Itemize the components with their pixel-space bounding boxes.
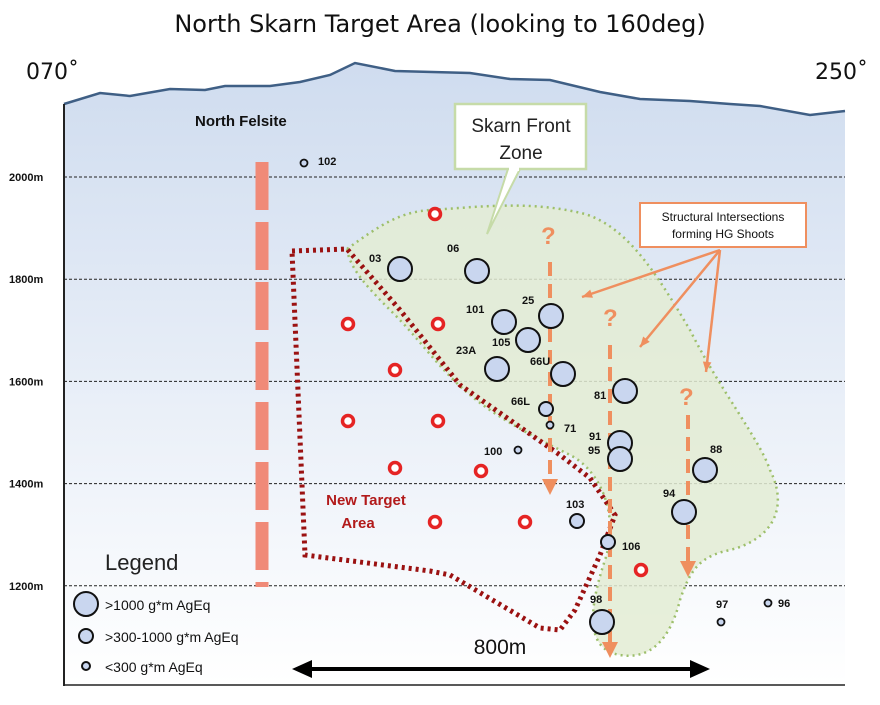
skarn-front-label-line2: Zone [499,143,542,164]
drill-hole-label-98: 98 [590,594,602,606]
target-marker-9 [427,514,443,530]
drill-hole-94 [671,499,697,525]
elevation-label-2000: 2000m [9,172,43,184]
drill-hole-100 [513,445,523,455]
drill-hole-label-100: 100 [484,446,502,458]
drill-hole-81 [612,378,638,404]
target-marker-7 [387,460,403,476]
elevation-label-1400: 1400m [9,479,43,491]
drill-hole-102 [299,158,309,168]
shoot-arrow-1-head [542,479,558,495]
skarn-front-callout-join [509,165,519,171]
drill-hole-label-88: 88 [710,444,722,456]
drill-hole-06 [464,258,490,284]
legend-label-medium: >300-1000 g*m AgEq [105,629,239,645]
structural-arrow-2-line [639,249,721,348]
drill-hole-103 [569,513,585,529]
drill-hole-25 [538,303,564,329]
bearing-left-label: 070˚ [26,60,79,85]
drill-hole-label-66L: 66L [511,396,530,408]
drill-hole-71 [545,420,555,430]
drill-hole-03 [387,256,413,282]
structural-callout-box [639,202,807,248]
target-marker-3 [430,316,446,332]
structural-arrow-1-line [581,248,721,299]
drill-hole-label-91: 91 [589,431,601,443]
drill-hole-106 [600,534,616,550]
drill-hole-66U [550,361,576,387]
scale-bar-label: 800m [474,636,527,659]
shoot-arrow-3-head [680,561,696,577]
drill-hole-label-103: 103 [566,499,584,511]
drill-hole-label-101: 101 [466,304,484,316]
legend-symbol-medium [78,628,94,644]
target-marker-2 [340,316,356,332]
elevation-label-1800: 1800m [9,274,43,286]
surface-topography-line [63,61,846,117]
structural-label-line2: forming HG Shoots [672,227,774,241]
drill-hole-label-06: 06 [447,243,459,255]
scale-bar-left-head [292,660,312,678]
legend-symbol-small [81,661,91,671]
question-mark-2: ? [603,305,618,332]
elevation-label-1200: 1200m [9,581,43,593]
bearing-right-label: 250˚ [815,60,868,85]
new-target-label-line2: Area [341,515,375,532]
diagram-title: North Skarn Target Area (looking to 160d… [174,10,706,38]
drill-hole-label-94: 94 [663,488,676,500]
drill-hole-label-71: 71 [564,423,576,435]
drill-hole-97 [716,617,726,627]
legend-title: Legend [105,550,178,575]
north-felsite-label: North Felsite [195,113,287,130]
target-marker-8 [473,463,489,479]
drill-hole-96 [763,598,773,608]
target-marker-11 [633,562,649,578]
question-mark-1: ? [541,223,556,250]
target-marker-10 [517,514,533,530]
drill-hole-98 [589,609,615,635]
drill-hole-23A [484,356,510,382]
skarn-front-callout-box [453,102,588,171]
drill-hole-101 [491,309,517,335]
drill-hole-label-03: 03 [369,253,381,265]
elevation-label-1600: 1600m [9,376,43,388]
structural-arrow-3-line [704,249,722,373]
legend-symbol-large [73,591,99,617]
new-target-label-line1: New Target [326,492,406,509]
structural-label-line1: Structural Intersections [662,210,785,224]
structural-arrow-1-head [582,289,593,298]
drill-hole-88 [692,457,718,483]
drill-hole-label-97: 97 [716,599,728,611]
drill-hole-label-105: 105 [492,337,510,349]
drill-hole-label-95: 95 [588,445,600,457]
drill-hole-105 [515,327,541,353]
drill-hole-label-66U: 66U [530,356,550,368]
target-marker-6 [430,413,446,429]
legend-label-large: >1000 g*m AgEq [105,597,210,613]
structural-arrow-3-head [702,361,712,372]
drill-hole-label-25: 25 [522,295,534,307]
skarn-front-label-line1: Skarn Front [471,116,571,137]
question-mark-3: ? [679,384,694,411]
drill-hole-label-96: 96 [778,598,790,610]
drill-hole-95 [607,446,633,472]
shoot-arrow-2-head [602,642,618,658]
drill-hole-label-106: 106 [622,541,640,553]
structural-arrow-2-head [640,336,650,347]
skarn-front-zone [345,204,780,658]
drill-hole-label-102: 102 [318,156,336,168]
target-marker-4 [387,362,403,378]
drill-hole-66L [538,401,554,417]
drill-hole-label-81: 81 [594,390,606,402]
target-marker-1 [427,206,443,222]
target-marker-5 [340,413,356,429]
scale-bar-right-head [690,660,710,678]
drill-hole-label-23A: 23A [456,345,476,357]
legend-label-small: <300 g*m AgEq [105,659,203,675]
